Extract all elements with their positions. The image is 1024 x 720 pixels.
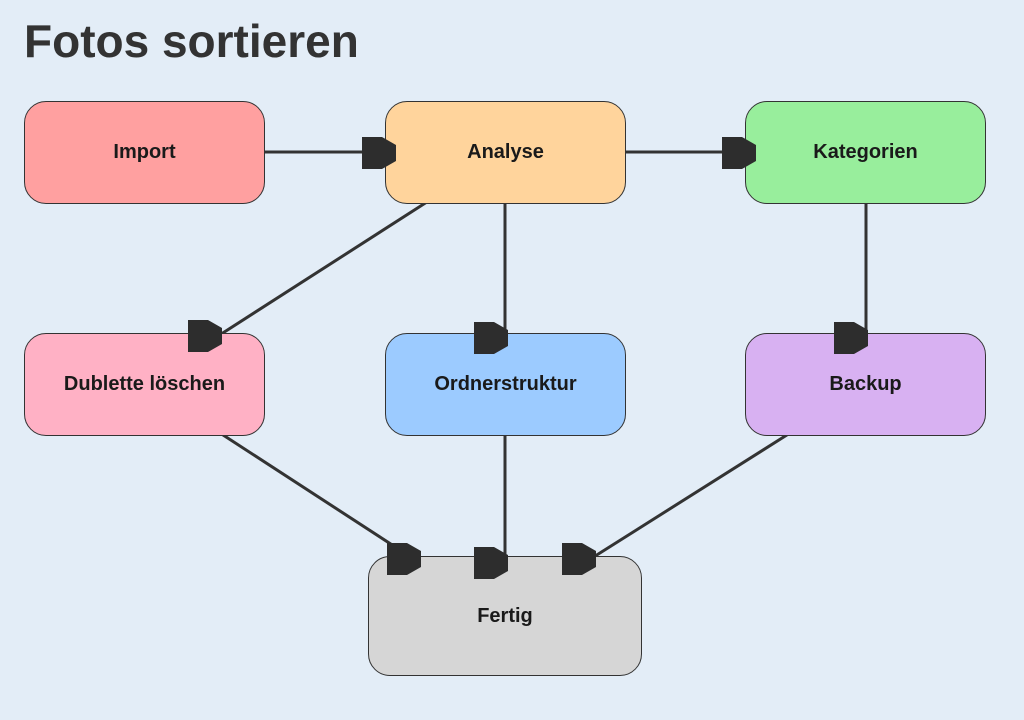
node-label: Fertig bbox=[477, 604, 533, 627]
arrowhead bbox=[474, 322, 508, 354]
node-kategorien: Kategorien bbox=[745, 101, 986, 204]
node-backup: Backup bbox=[745, 333, 986, 436]
node-dublette: Dublette löschen bbox=[24, 333, 265, 436]
edge-analyse-dublette bbox=[214, 198, 431, 340]
node-ordner: Ordnerstruktur bbox=[385, 333, 626, 436]
diagram-title: Fotos sortieren bbox=[24, 15, 359, 67]
edge-dublette-fertig bbox=[219, 431, 401, 552]
arrowhead bbox=[562, 543, 596, 575]
node-analyse: Analyse bbox=[385, 101, 626, 204]
node-label: Import bbox=[113, 141, 176, 163]
arrowhead bbox=[188, 320, 222, 352]
node-label: Analyse bbox=[467, 141, 544, 163]
node-label: Backup bbox=[829, 373, 902, 395]
arrowhead bbox=[722, 137, 756, 169]
node-label: Dublette löschen bbox=[63, 373, 226, 395]
node-fertig: Fertig bbox=[368, 556, 642, 676]
edge-backup-fertig bbox=[591, 431, 791, 560]
arrowhead bbox=[474, 547, 508, 579]
arrowhead bbox=[834, 322, 868, 354]
node-import: Import bbox=[24, 101, 265, 204]
node-label: Ordnerstruktur bbox=[434, 373, 577, 395]
arrowhead bbox=[387, 543, 421, 575]
node-label: Kategorien bbox=[813, 141, 918, 163]
arrowhead bbox=[362, 137, 396, 169]
